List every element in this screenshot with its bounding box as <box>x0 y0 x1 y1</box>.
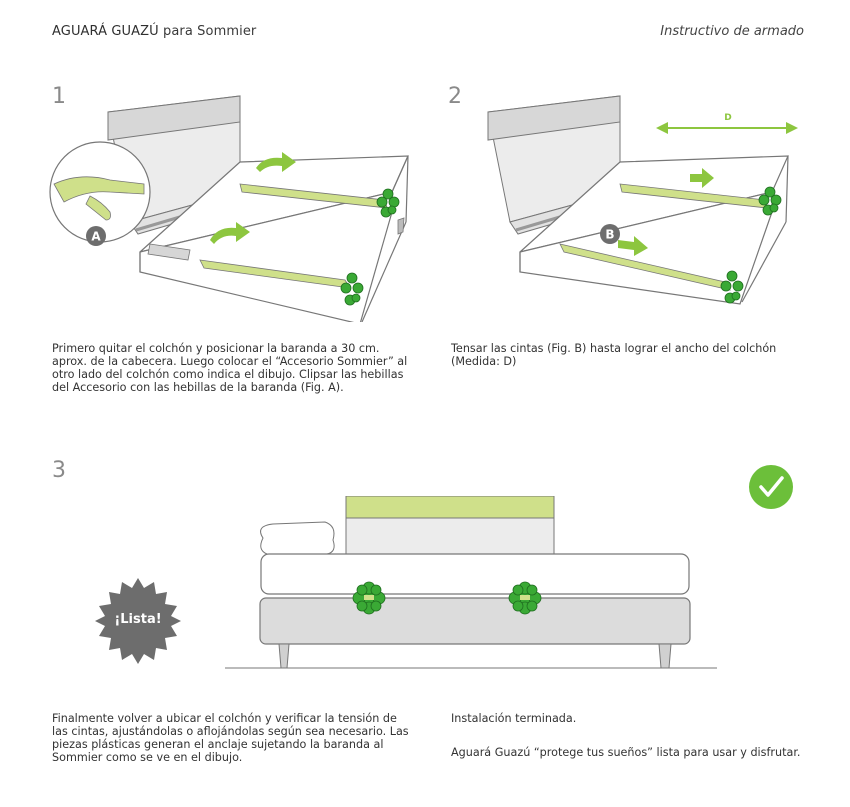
step-1-illustration: A <box>49 95 409 322</box>
ready-badge-label: ¡Lista! <box>114 612 162 627</box>
callout-a-label: A <box>91 230 101 244</box>
document-type: Instructivo de armado <box>660 24 804 39</box>
step-2-number: 2 <box>448 84 462 109</box>
brand-suffix: para Sommier <box>158 24 257 39</box>
step-3-illustration <box>225 496 717 669</box>
badge-starburst-icon <box>95 578 181 664</box>
step-2-illustration: D B <box>487 95 798 305</box>
callout-b-circle <box>600 224 620 244</box>
step-3-text: Finalmente volver a ubicar el colchón y … <box>52 712 409 764</box>
callout-a-circle <box>86 226 106 246</box>
installation-complete-text: Instalación terminada. <box>451 712 577 725</box>
step-2-text: Tensar las cintas (Fig. B) hasta lograr … <box>451 342 777 368</box>
brand-name: AGUARÁ GUAZÚ <box>52 24 159 39</box>
dimension-d-label: D <box>724 113 731 123</box>
closing-text: Aguará Guazú “protege tus sueños” lista … <box>451 746 801 759</box>
step-1-number: 1 <box>52 84 66 109</box>
ready-badge: ¡Lista! <box>95 578 181 664</box>
step-3-number: 3 <box>52 458 66 483</box>
check-icon <box>749 465 793 509</box>
step-1-text: Primero quitar el colchón y posicionar l… <box>52 342 408 394</box>
callout-b-label: B <box>605 228 614 242</box>
document-title: AGUARÁ GUAZÚ para Sommier <box>52 24 256 39</box>
